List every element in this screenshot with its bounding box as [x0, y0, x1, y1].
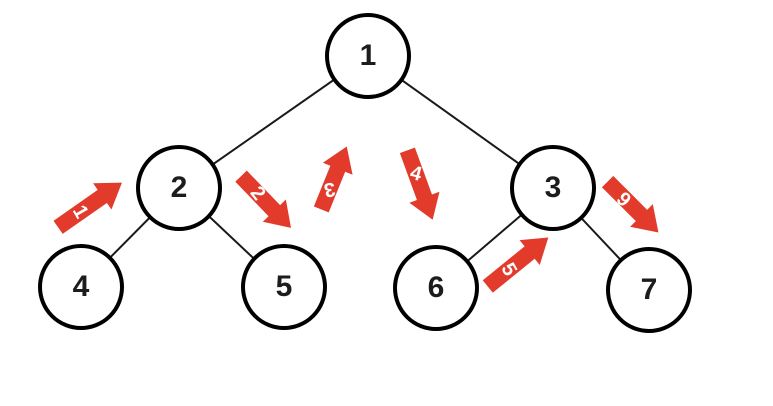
block-arrow-icon: [601, 175, 659, 233]
tree-node-3: 3: [510, 145, 596, 231]
block-arrow-shape: [235, 170, 292, 228]
tree-node-4-label: 4: [72, 270, 90, 303]
tree-node-2: 2: [136, 145, 222, 231]
tree-node-3-label: 3: [544, 171, 562, 204]
block-arrow-icon: [235, 170, 292, 228]
block-arrow-shape: [601, 175, 659, 233]
traversal-arrow-1: 1: [48, 168, 133, 242]
tree-node-6-label: 6: [427, 271, 445, 304]
block-arrow-shape: [399, 147, 440, 220]
traversal-arrow-2: 2: [228, 164, 304, 241]
block-arrow-shape: [313, 146, 353, 213]
traversal-arrow-4: 4: [390, 144, 449, 226]
tree-node-7-label: 7: [640, 273, 658, 306]
block-arrow-icon: [399, 147, 440, 220]
tree-node-5: 5: [241, 244, 327, 330]
block-arrow-shape: [482, 237, 549, 293]
block-arrow-icon: [313, 146, 353, 213]
block-arrow-shape: [53, 182, 122, 234]
traversal-arrow-3: 3: [305, 140, 364, 217]
tree-node-6: 6: [393, 245, 479, 331]
block-arrow-icon: [53, 182, 122, 234]
tree-node-2-label: 2: [170, 171, 188, 204]
block-arrow-icon: [482, 237, 549, 293]
tree-node-5-label: 5: [275, 270, 293, 303]
tree-node-4: 4: [38, 244, 124, 330]
tree-node-1-label: 1: [359, 39, 377, 72]
tree-node-7: 7: [606, 247, 692, 333]
traversal-arrow-5: 5: [476, 223, 559, 300]
traversal-arrow-6: 6: [595, 169, 671, 245]
tree-node-1: 1: [325, 13, 411, 99]
